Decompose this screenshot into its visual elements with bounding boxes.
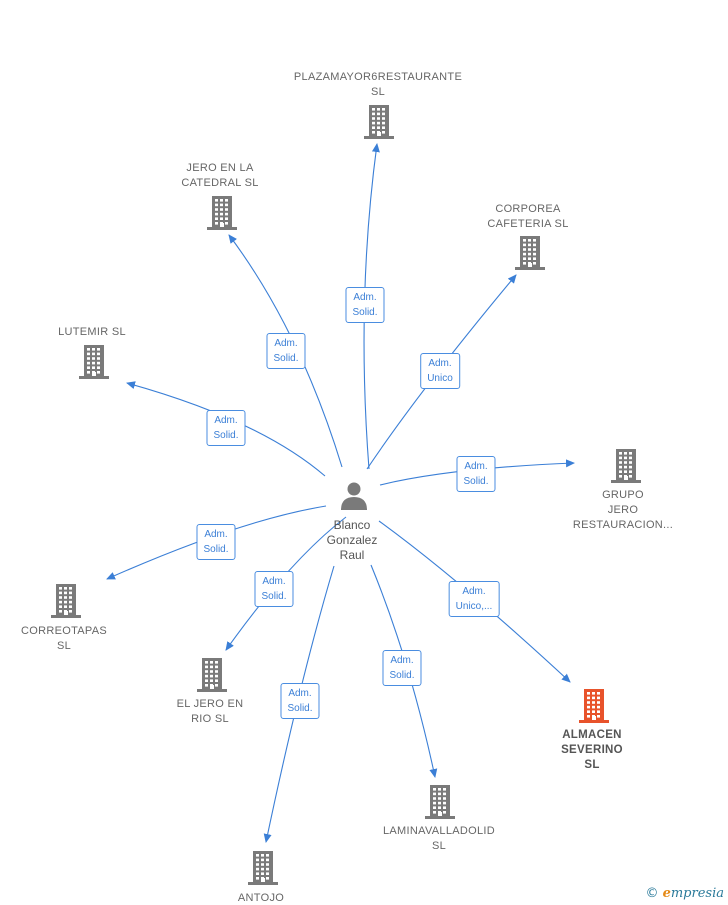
company-label-almacen[interactable]: ALMACEN SEVERINO SL bbox=[561, 728, 623, 773]
role-badge-plazamayor: Adm. Solid. bbox=[345, 287, 385, 323]
role-badge-line: Solid. bbox=[273, 353, 299, 364]
building-icon bbox=[207, 196, 237, 230]
person-icon bbox=[341, 482, 367, 510]
role-badge-line: Solid. bbox=[213, 430, 239, 441]
company-label-line: CAFETERIA SL bbox=[487, 218, 569, 230]
role-badge-line: Adm. bbox=[462, 586, 486, 597]
company-label-line: LUTEMIR SL bbox=[58, 326, 126, 338]
role-badge-line: Adm. bbox=[353, 292, 377, 303]
role-badge-correotapas: Adm. Solid. bbox=[196, 524, 236, 560]
company-label-laminavalladolid[interactable]: LAMINAVALLADOLID SL bbox=[383, 824, 495, 854]
company-label-corporea[interactable]: CORPOREA CAFETERIA SL bbox=[487, 202, 568, 232]
company-label-line: SL bbox=[56, 640, 72, 652]
role-badge-line: Solid. bbox=[463, 476, 489, 487]
company-label-jero-catedral[interactable]: JERO EN LA CATEDRAL SL bbox=[181, 161, 258, 191]
building-icon bbox=[248, 851, 278, 885]
company-label-line: ALMACEN bbox=[562, 729, 622, 741]
company-label-line: RESTAURACION... bbox=[572, 519, 674, 531]
company-label-line: CATEDRAL SL bbox=[181, 177, 259, 189]
company-label-line: RIO SL bbox=[191, 713, 229, 725]
empresia-logo: © empresia bbox=[645, 886, 724, 901]
company-label-antojo[interactable]: ANTOJO bbox=[238, 891, 284, 905]
company-label-line: PLAZAMAYOR6RESTAURANTE bbox=[293, 71, 463, 83]
role-badge-line: Adm. bbox=[428, 358, 452, 369]
role-badge-corporea: Adm. Unico bbox=[420, 353, 460, 389]
company-label-lutemir[interactable]: LUTEMIR SL bbox=[58, 325, 126, 340]
company-label-line: SEVERINO bbox=[561, 744, 623, 756]
role-badge-line: Solid. bbox=[203, 544, 229, 555]
role-badge-line: Adm. bbox=[262, 576, 286, 587]
company-label-line: LAMINAVALLADOLID bbox=[383, 825, 495, 837]
company-label-line: GRUPO bbox=[602, 489, 644, 501]
person-name-line: Blanco bbox=[333, 518, 371, 532]
building-icon bbox=[51, 584, 81, 618]
role-badge-line: Solid. bbox=[389, 670, 415, 681]
company-label-line: CORREOTAPAS bbox=[20, 625, 108, 637]
role-badge-line: Solid. bbox=[261, 591, 287, 602]
role-badge-line: Solid. bbox=[352, 307, 378, 318]
role-badge-line: Adm. bbox=[204, 529, 228, 540]
person-name-line: Raul bbox=[339, 548, 365, 562]
company-label-jero-rio[interactable]: EL JERO EN RIO SL bbox=[177, 697, 244, 727]
company-label-line: JERO EN LA bbox=[186, 162, 254, 174]
role-badge-laminavalladolid: Adm. Solid. bbox=[382, 650, 422, 686]
role-badge-line: Adm. bbox=[214, 415, 238, 426]
role-badge-almacen: Adm. Unico,... bbox=[448, 581, 500, 617]
company-label-correotapas[interactable]: CORREOTAPAS SL bbox=[21, 624, 107, 654]
building-icon bbox=[197, 658, 227, 692]
role-badge-line: Unico bbox=[427, 373, 453, 384]
building-icon bbox=[79, 345, 109, 379]
role-badge-line: Adm. bbox=[464, 461, 488, 472]
building-icon bbox=[579, 689, 609, 723]
building-icon bbox=[515, 236, 545, 270]
role-badge-jero-catedral: Adm. Solid. bbox=[266, 333, 306, 369]
building-icon bbox=[425, 785, 455, 819]
company-label-line: SL bbox=[584, 759, 600, 771]
role-badge-line: Solid. bbox=[287, 703, 313, 714]
logo-text: mpresia bbox=[670, 886, 724, 901]
role-badge-lutemir: Adm. Solid. bbox=[206, 410, 246, 446]
company-label-line: EL JERO EN bbox=[176, 698, 244, 710]
company-label-line: SL bbox=[370, 86, 386, 98]
building-icon bbox=[611, 449, 641, 483]
role-badge-line: Adm. bbox=[274, 338, 298, 349]
logo-initial: e bbox=[662, 886, 671, 901]
role-badge-line: Adm. bbox=[288, 688, 312, 699]
role-badge-grupo-jero: Adm. Solid. bbox=[456, 456, 496, 492]
company-label-line: JERO bbox=[607, 504, 639, 516]
company-label-line: CORPOREA bbox=[495, 203, 561, 215]
person-name-line: Gonzalez bbox=[326, 533, 378, 547]
copyright-symbol: © bbox=[645, 886, 659, 901]
company-label-plazamayor[interactable]: PLAZAMAYOR6RESTAURANTE SL bbox=[294, 70, 462, 100]
building-icon bbox=[364, 105, 394, 139]
company-label-line: SL bbox=[431, 840, 447, 852]
role-badge-line: Unico,... bbox=[455, 601, 493, 612]
role-badge-line: Adm. bbox=[390, 655, 414, 666]
role-badge-jero-rio: Adm. Solid. bbox=[254, 571, 294, 607]
company-label-line: ANTOJO bbox=[237, 892, 285, 904]
role-badge-antojo: Adm. Solid. bbox=[280, 683, 320, 719]
company-label-grupo-jero[interactable]: GRUPO JERO RESTAURACION... bbox=[573, 488, 673, 533]
